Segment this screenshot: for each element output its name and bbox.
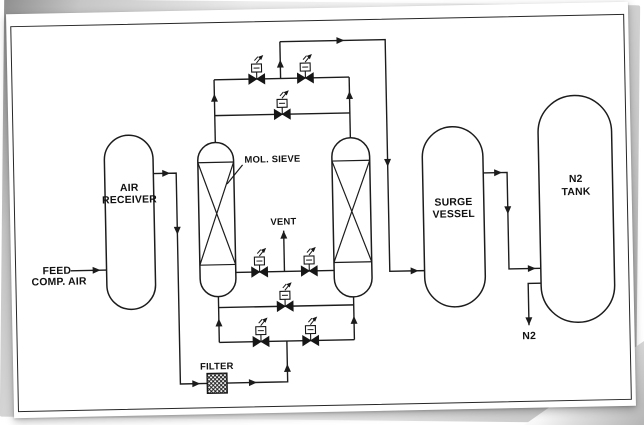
mol-sieve-label: MOL. SIEVE <box>244 154 300 166</box>
process-flow-diagram: FEED COMP. AIR AIR RECEIVER MOL. SIEVE V… <box>31 37 616 395</box>
n2-tank-label-line1: N2 <box>569 174 583 185</box>
pipe-feed-inlet <box>70 269 107 272</box>
valve-purge-right <box>300 246 318 277</box>
air-receiver-label-line1: AIR <box>120 183 139 194</box>
flow-arrow-vent <box>280 230 288 239</box>
flow-arrow-filter-outlet <box>248 379 257 387</box>
flow-arrow-feed-riser <box>284 363 291 372</box>
flow-arrow-feed <box>92 266 101 274</box>
drawing-sheet: FEED COMP. AIR AIR RECEIVER MOL. SIEVE V… <box>6 1 636 419</box>
flow-arrow-downcomer <box>173 226 181 235</box>
pipe-n2-outlet <box>527 282 542 326</box>
flow-arrow-surge-outlet <box>494 169 503 177</box>
n2-product-label: N2 <box>522 331 536 342</box>
flow-arrow-n2tank-downcomer <box>504 206 512 215</box>
pipe-column1-top-nozzle <box>213 79 217 143</box>
n2-tank-vessel <box>537 94 616 324</box>
feed-label-line1: FEED <box>43 266 72 278</box>
flow-arrow-surge-inlet <box>410 267 419 275</box>
pipe-feed-header <box>219 338 355 344</box>
valve-feed-left <box>252 316 270 348</box>
flow-arrow-n2-product <box>525 317 533 326</box>
surge-vessel-label-line2: VESSEL <box>432 209 475 221</box>
valve-purge-left <box>250 247 269 278</box>
air-receiver-label-line2: RECEIVER <box>102 194 157 206</box>
vent-label: VENT <box>270 216 296 228</box>
mol-sieve-leader-line <box>226 164 244 185</box>
filter-label: FILTER <box>200 361 234 373</box>
pipe-product-header <box>214 76 350 81</box>
mol-sieve-column-1 <box>197 141 237 298</box>
air-receiver-vessel <box>103 134 157 311</box>
flow-arrow-receiver-outlet <box>162 169 171 177</box>
flow-arrow-product-riser <box>276 59 284 68</box>
mol-sieve-column-2 <box>331 137 373 298</box>
flow-arrow-n2tank-inlet <box>527 265 536 273</box>
valve-equalization-top <box>273 89 291 120</box>
pipe-product-line-to-surge <box>279 38 425 273</box>
valve-product-left <box>247 54 266 85</box>
flow-arrow-column2-bottom <box>350 315 358 324</box>
flow-arrow-product-line <box>336 37 345 45</box>
flow-arrow-surge-downcomer <box>384 158 392 167</box>
valve-product-right <box>296 53 315 84</box>
drawing-border: FEED COMP. AIR AIR RECEIVER MOL. SIEVE V… <box>10 13 632 413</box>
filter-element <box>206 372 228 395</box>
flow-arrow-column1-bottom <box>215 318 223 327</box>
surge-vessel-label-line1: SURGE <box>434 197 472 209</box>
pipe-filter-outlet-riser <box>227 341 289 384</box>
surge-vessel <box>421 126 487 308</box>
flow-arrow-filter-inlet <box>192 380 201 388</box>
pipe-surge-to-n2tank <box>483 171 541 270</box>
flow-arrow-column2-top <box>346 91 354 100</box>
n2-tank-label-line2: TANK <box>561 187 590 199</box>
flow-arrow-column1-top <box>211 93 218 102</box>
valve-feed-right <box>301 315 320 347</box>
valve-equalization-bottom <box>276 281 294 312</box>
pipe-column2-top-nozzle <box>348 77 352 138</box>
feed-label-line2: COMP. AIR <box>31 276 87 288</box>
